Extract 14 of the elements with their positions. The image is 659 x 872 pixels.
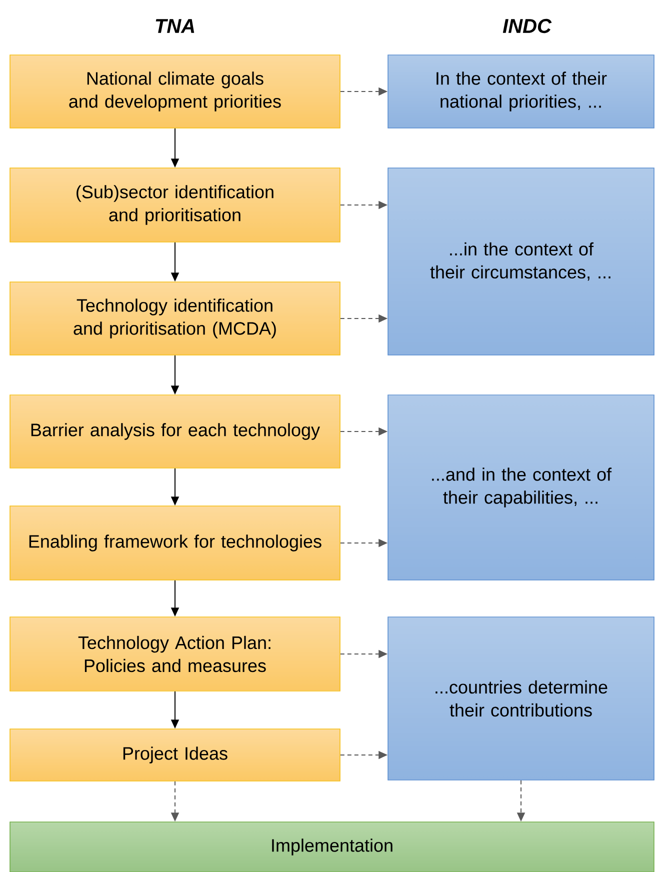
process-box: Project Ideas [10, 728, 340, 782]
context-box: ...and in the context of their capabilities, ... [388, 394, 654, 580]
process-box: Technology identification and prioritisation (MCDA) [10, 282, 340, 356]
process-box: Barrier analysis for each technology [10, 394, 340, 468]
column-heading: TNA [156, 19, 194, 33]
context-box: ...in the context of their circumstances, ... [388, 168, 654, 356]
context-box: ...countries determine their contributions [388, 616, 654, 780]
process-box: Enabling framework for technologies [10, 506, 340, 580]
implementation-bar: Implementation [10, 822, 654, 872]
process-box: Technology Action Plan: Policies and measures [10, 616, 340, 692]
context-box: In the context of their national priorities, ... [388, 54, 654, 128]
column-heading: INDC [502, 18, 552, 34]
process-box: (Sub)sector identification and prioritisation [10, 168, 340, 242]
process-box: National climate goals and development priorities [10, 54, 340, 128]
